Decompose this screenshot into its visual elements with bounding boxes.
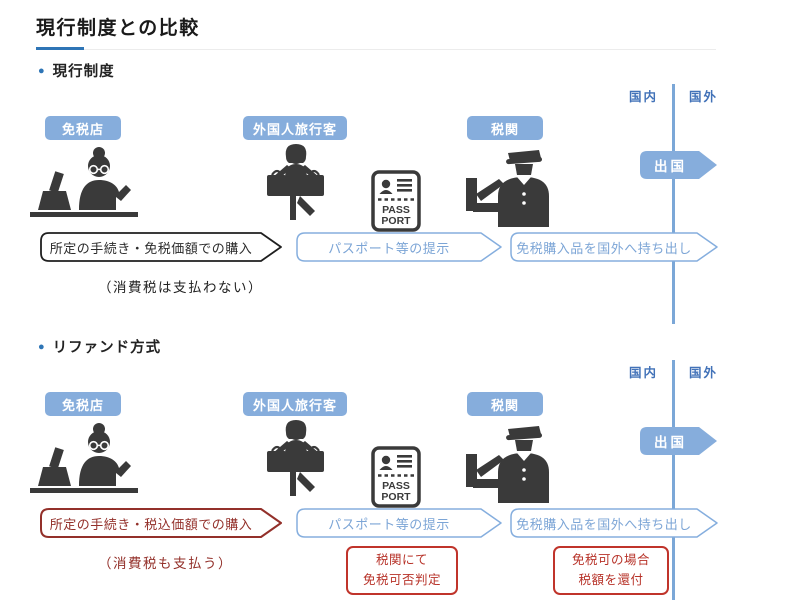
step-passport-label: パスポート等の提示 — [328, 240, 450, 256]
departure-arrow: 出国 — [639, 150, 718, 180]
step-carry-out: 免税購入品を国外へ持ち出し — [510, 508, 718, 538]
customs-officer-icon — [466, 426, 549, 503]
step-purchase-label: 所定の手続き・税込価額での購入 — [49, 516, 253, 532]
shop-label: 免税店 — [45, 116, 121, 140]
passport-word-line1: PASS — [382, 480, 410, 492]
section-heading-label: 現行制度 — [52, 64, 115, 80]
title-rule-accent — [36, 47, 84, 50]
passport-word-line2: PORT — [381, 491, 411, 503]
callout-line: 税額を還付 — [578, 572, 644, 587]
callout-line: 免税可の場合 — [571, 553, 650, 568]
passport-icon: PASS PORT — [371, 170, 421, 232]
section-heading-label: リファンド方式 — [52, 340, 162, 356]
domestic-label: 国内 — [629, 366, 659, 380]
bullet-icon: ● — [38, 340, 46, 353]
section-heading: ● リファンド方式 — [38, 336, 161, 357]
customs-label: 税関 — [467, 392, 543, 416]
section-refund-method: ● リファンド方式 国内 国外 免税店 外国人旅行客 税関 — [0, 334, 800, 608]
step-purchase: 所定の手続き・税込価額での購入 — [40, 508, 282, 538]
note-consumption-tax: （消費税は支払わない） — [98, 280, 263, 295]
clerk-icon — [30, 147, 138, 217]
callout-line: 税関にて — [375, 553, 428, 568]
step-carry-out-label: 免税購入品を国外へ持ち出し — [516, 516, 692, 532]
title-rule — [36, 49, 716, 50]
shop-label: 免税店 — [45, 392, 121, 416]
traveler-label: 外国人旅行客 — [243, 116, 347, 140]
customs-label: 税関 — [467, 116, 543, 140]
step-purchase-label: 所定の手続き・免税価額での購入 — [49, 240, 253, 256]
step-passport: パスポート等の提示 — [296, 508, 502, 538]
departure-label: 出国 — [654, 435, 687, 450]
callout-customs-judgement: 税関にて 免税可否判定 — [346, 546, 458, 595]
customs-officer-icon — [466, 150, 549, 227]
page-title: 現行制度との比較 — [36, 18, 200, 39]
step-purchase: 所定の手続き・免税価額での購入 — [40, 232, 282, 262]
bullet-icon: ● — [38, 64, 46, 77]
traveler-icon — [267, 420, 324, 496]
section-current-system: ● 現行制度 国内 国外 免税店 外国人旅行客 税関 — [0, 58, 800, 332]
departure-label: 出国 — [654, 159, 687, 174]
callout-refund: 免税可の場合 税額を還付 — [553, 546, 669, 595]
section-heading: ● 現行制度 — [38, 60, 115, 81]
note-consumption-tax: （消費税も支払う） — [98, 556, 233, 571]
border-line — [672, 360, 675, 600]
step-carry-out: 免税購入品を国外へ持ち出し — [510, 232, 718, 262]
domestic-label: 国内 — [629, 90, 659, 104]
border-line — [672, 84, 675, 324]
step-carry-out-label: 免税購入品を国外へ持ち出し — [516, 240, 692, 256]
step-passport: パスポート等の提示 — [296, 232, 502, 262]
passport-icon: PASS PORT — [371, 446, 421, 508]
traveler-icon — [267, 144, 324, 220]
departure-arrow: 出国 — [639, 426, 718, 456]
passport-word-line1: PASS — [382, 204, 410, 216]
passport-word-line2: PORT — [381, 215, 411, 227]
overseas-label: 国外 — [689, 366, 719, 380]
callout-line: 免税可否判定 — [362, 572, 441, 587]
traveler-label: 外国人旅行客 — [243, 392, 347, 416]
clerk-icon — [30, 423, 138, 493]
step-passport-label: パスポート等の提示 — [328, 516, 450, 532]
overseas-label: 国外 — [689, 90, 719, 104]
